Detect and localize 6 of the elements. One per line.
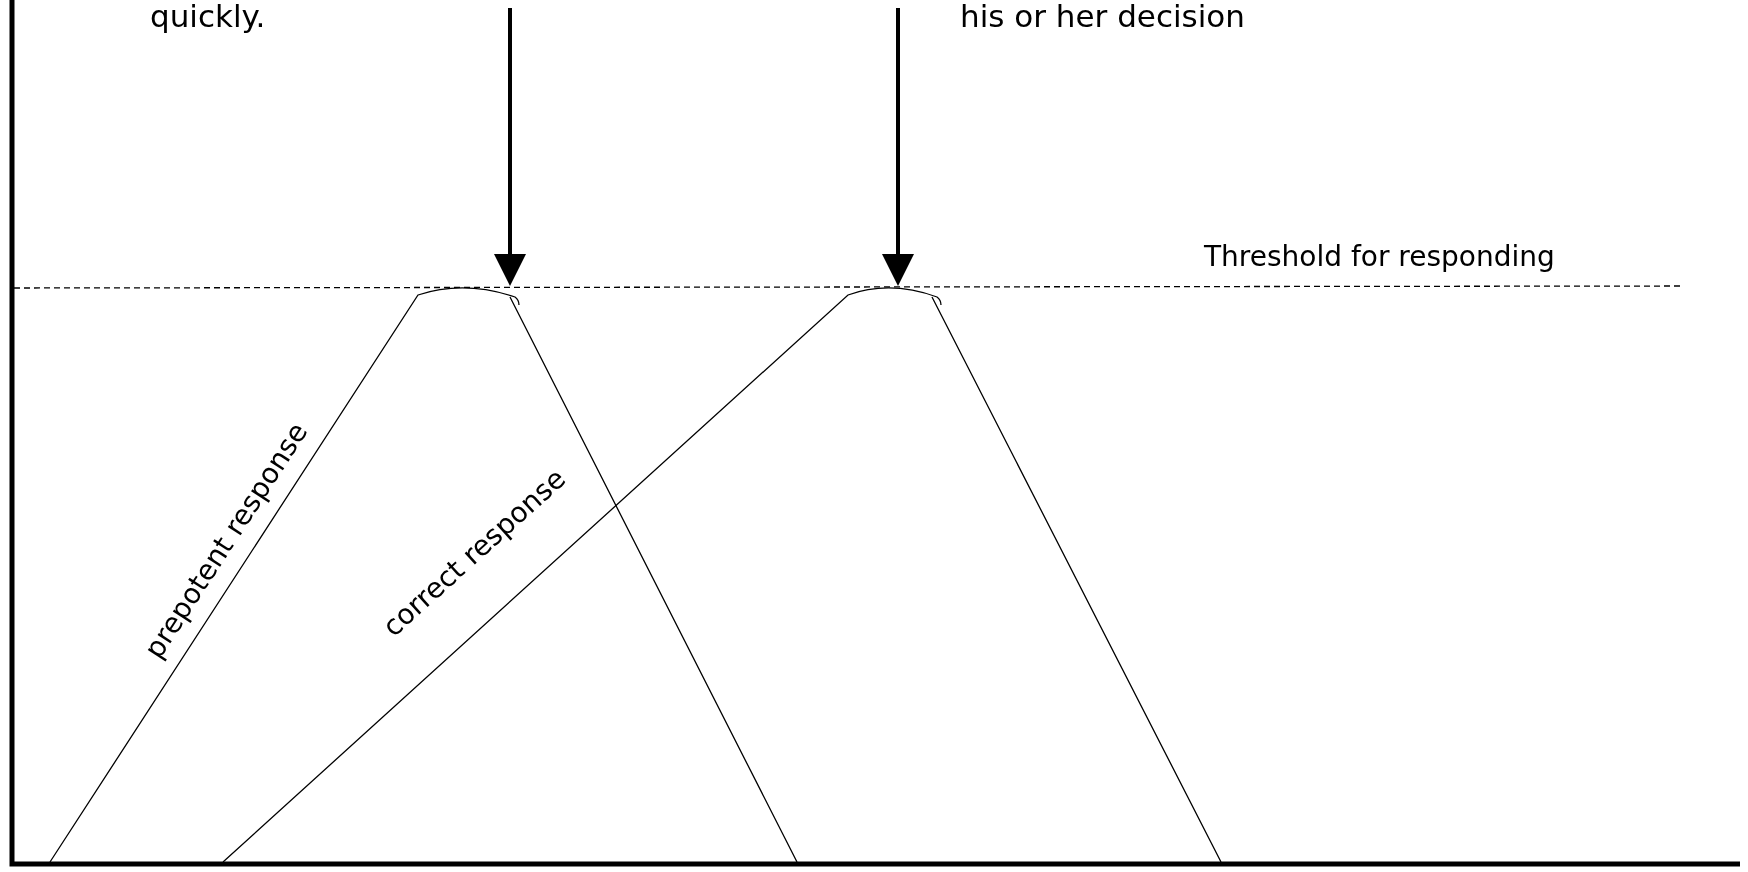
arrow bbox=[882, 8, 914, 286]
response-curve bbox=[49, 287, 798, 863]
arrow bbox=[494, 8, 526, 286]
threshold-label: Threshold for responding bbox=[1204, 240, 1555, 273]
annotation-text: quickly. bbox=[150, 0, 266, 34]
annotation-text: his or her decision bbox=[960, 0, 1245, 34]
